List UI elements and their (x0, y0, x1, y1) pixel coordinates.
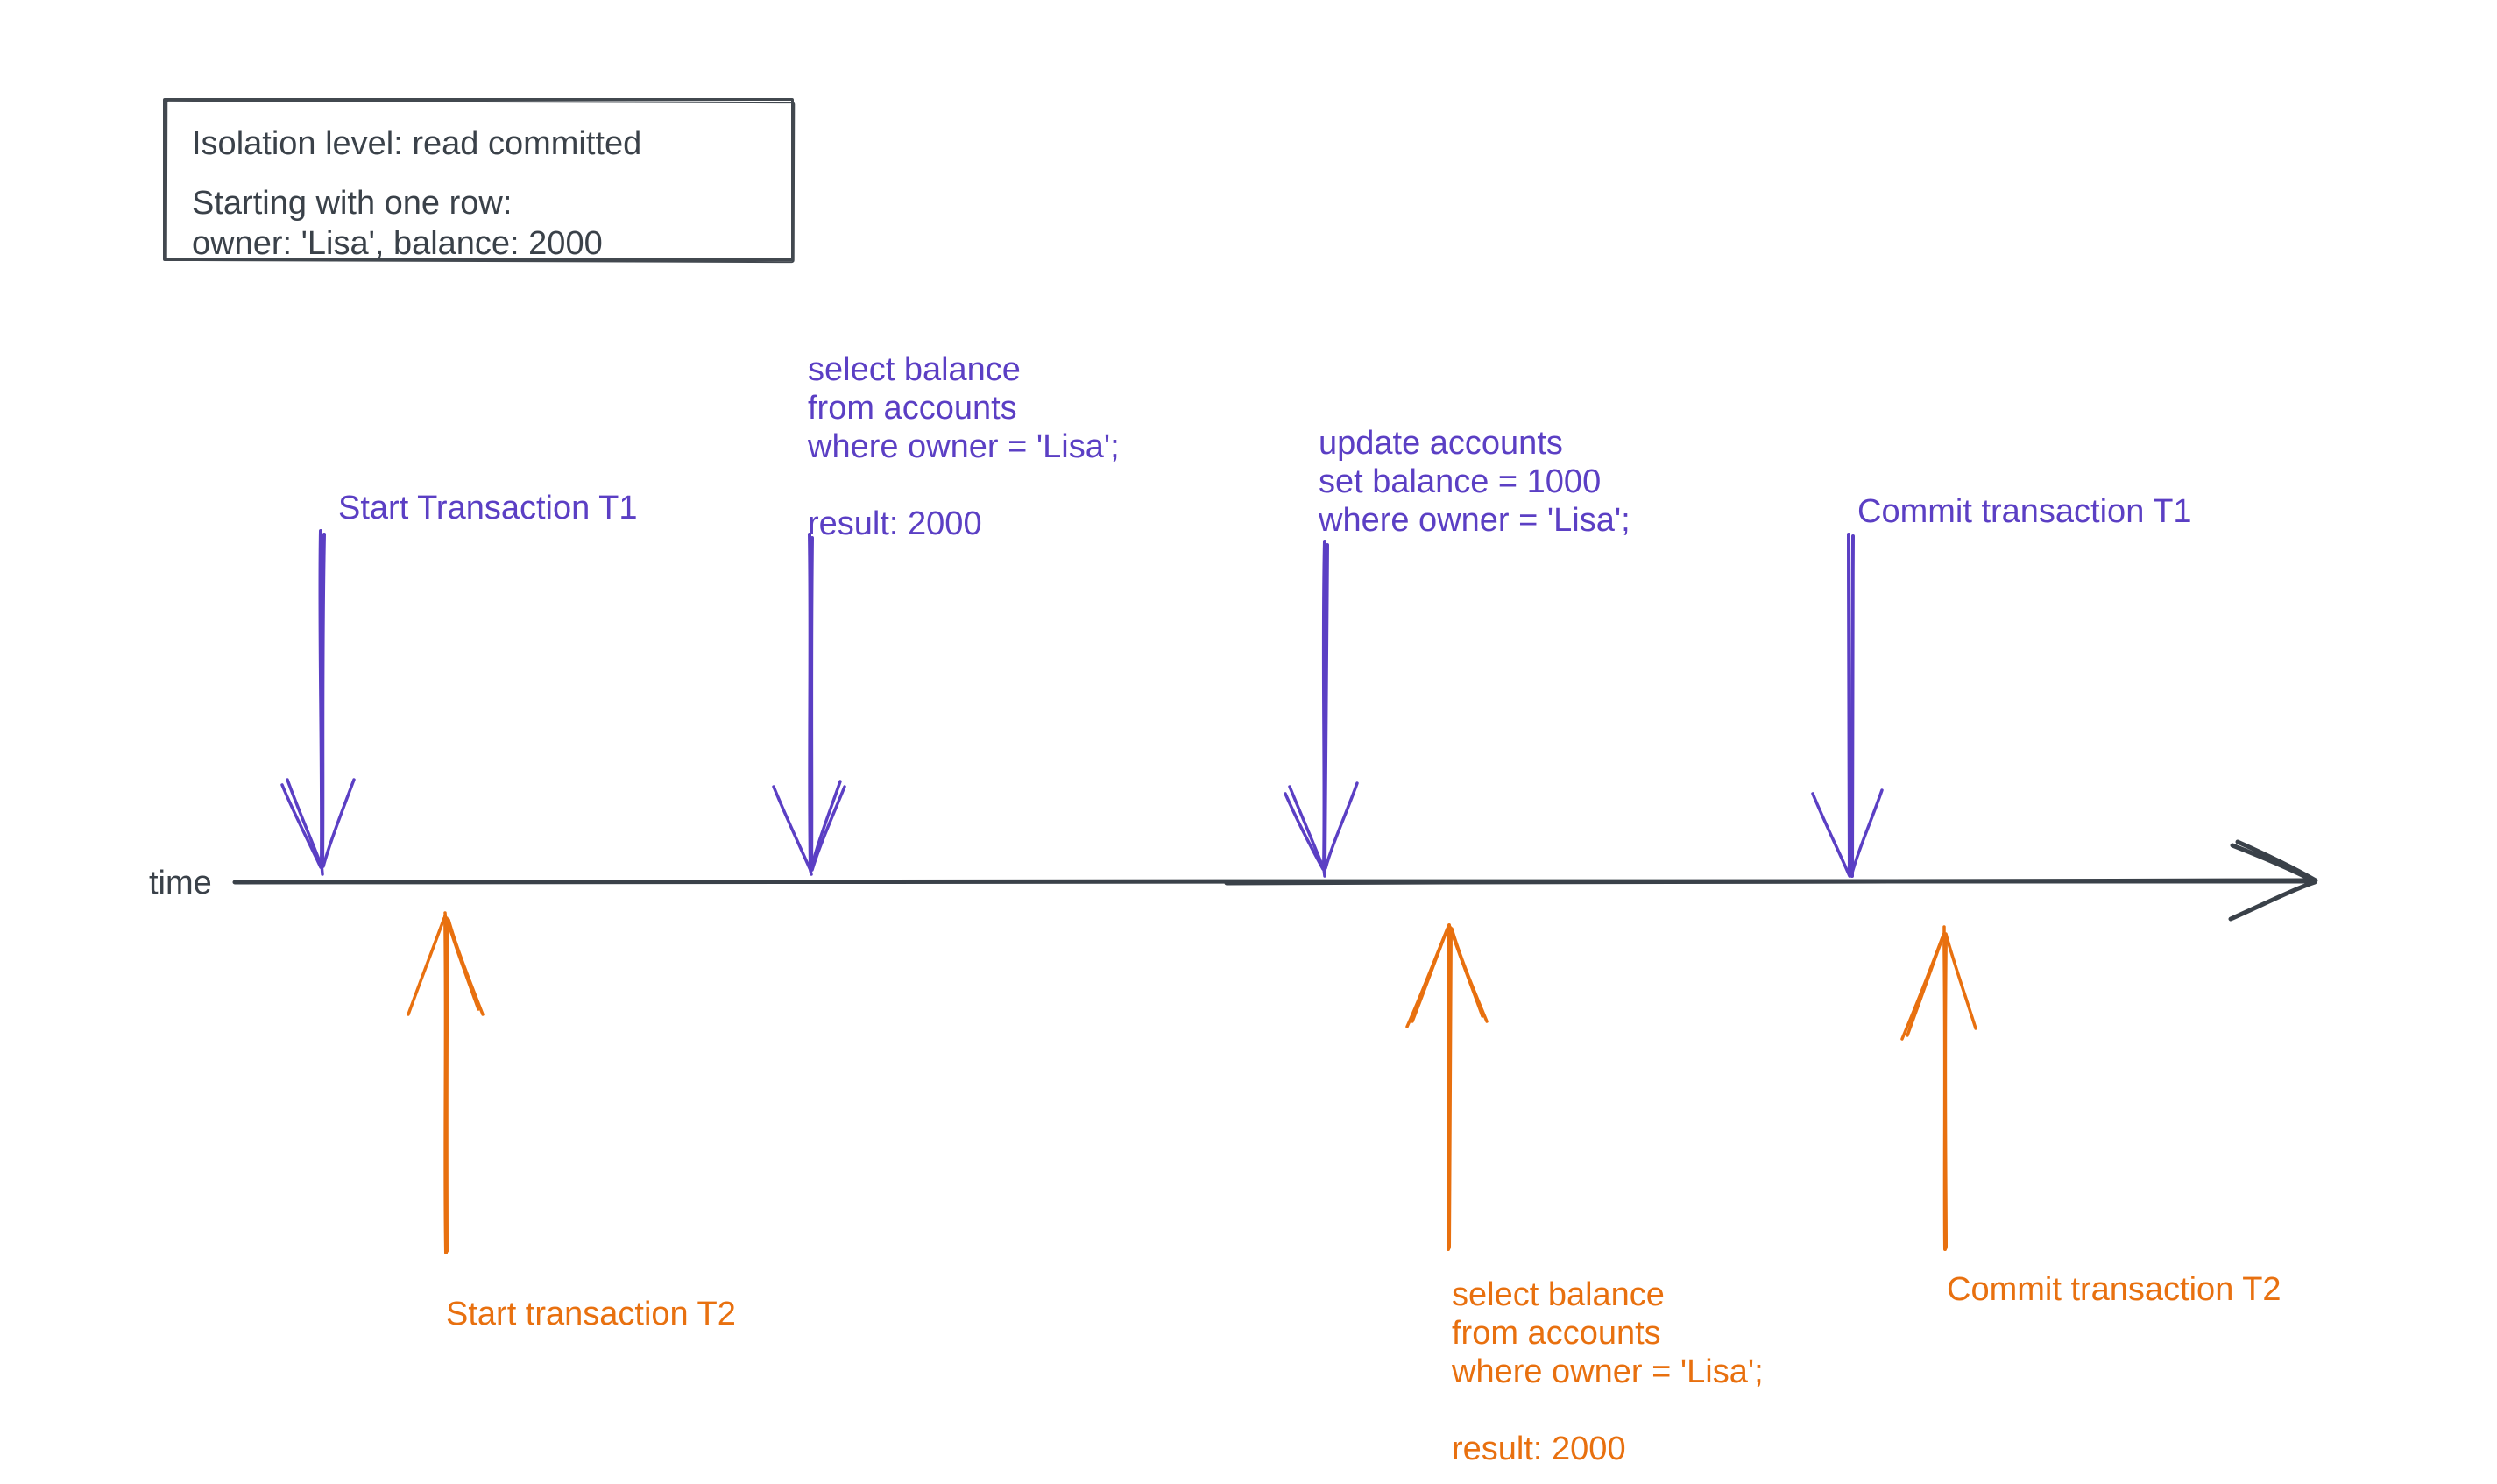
arrow-head-right (322, 778, 356, 868)
t1-update-line3: where owner = 'Lisa'; (1319, 502, 1630, 539)
arrow-head-left (1811, 792, 1851, 878)
time-axis-label: time (149, 865, 212, 901)
t1-select-line2: from accounts (808, 390, 1017, 427)
t2-select-line3: where owner = 'Lisa'; (1452, 1353, 1764, 1390)
t2-select-line2: from accounts (1452, 1315, 1661, 1352)
t1-select-line3: where owner = 'Lisa'; (808, 428, 1120, 465)
t1-commit-arrow (1811, 533, 1884, 878)
time-axis-arrow (232, 839, 2318, 922)
arrow-shaft (1847, 533, 1851, 876)
row-values-text: owner: 'Lisa', balance: 2000 (192, 225, 603, 262)
arrow-tip (443, 911, 448, 925)
t1-select-block: select balance from accounts where owner… (808, 350, 1120, 543)
t2-start-arrow (407, 911, 485, 1254)
arrow-shaft-pass2 (1850, 534, 1855, 878)
t1-update-arrow (1284, 540, 1359, 878)
arrow-head-right-pass2 (1450, 927, 1489, 1023)
arrow-shaft-pass2 (321, 533, 326, 867)
time-axis-line-pass2 (1224, 878, 2309, 886)
t2-commit-label: Commit transaction T2 (1947, 1271, 2281, 1308)
t2-select-block: select balance from accounts where owner… (1452, 1276, 1764, 1468)
t1-start-label: Start Transaction T1 (338, 490, 638, 526)
starting-row-text: Starting with one row: (192, 185, 513, 222)
time-axis-head-upper (2230, 843, 2317, 884)
arrow-shaft-pass2 (1447, 927, 1453, 1249)
arrow-head-right (1944, 932, 1977, 1030)
t2-start-label: Start transaction T2 (446, 1296, 736, 1332)
arrow-tip (1321, 860, 1326, 878)
t1-update-line1: update accounts (1319, 425, 1563, 462)
arrow-shaft-pass2 (1943, 936, 1948, 1249)
t1-start-arrow (280, 529, 356, 876)
arrow-head-left-pass2 (1900, 936, 1944, 1041)
isolation-note-box: Isolation level: read committed Starting… (163, 98, 794, 262)
t2-select-line1: select balance (1452, 1276, 1665, 1313)
t1-select-line1: select balance (808, 351, 1021, 388)
t2-select-arrow (1405, 923, 1489, 1251)
arrow-head-left-pass2 (1405, 927, 1449, 1028)
arrow-tip (807, 862, 813, 876)
arrow-head-right-pass2 (447, 918, 485, 1016)
arrow-shaft-pass2 (810, 536, 814, 872)
time-axis-head-lower (2228, 880, 2317, 922)
t1-commit-label: Commit transaction T1 (1857, 493, 2192, 530)
arrow-head-right (1324, 781, 1359, 870)
arrow-head-left-pass2 (286, 778, 323, 868)
t2-commit-arrow (1900, 925, 1977, 1251)
t2-select-result: result: 2000 (1452, 1431, 1626, 1467)
arrow-head-left (772, 785, 811, 870)
arrow-shaft-pass2 (1323, 543, 1329, 871)
t1-update-block: update accounts set balance = 1000 where… (1319, 424, 1630, 540)
t1-update-line2: set balance = 1000 (1319, 463, 1602, 500)
arrow-head-right (810, 780, 842, 871)
arrow-head-right-pass2 (810, 785, 846, 872)
arrow-head-left (1288, 785, 1325, 869)
isolation-level-text: Isolation level: read committed (192, 125, 642, 162)
t1-select-result: result: 2000 (808, 505, 982, 542)
arrow-head-left (407, 916, 446, 1016)
arrow-head-right (1850, 788, 1884, 878)
arrow-shaft-pass2 (444, 918, 449, 1253)
arrow-head-left-pass2 (1284, 792, 1325, 871)
time-axis-head-upper-pass2 (2235, 839, 2318, 883)
t1-select-arrow (772, 533, 846, 876)
arrow-head-left (280, 783, 322, 869)
